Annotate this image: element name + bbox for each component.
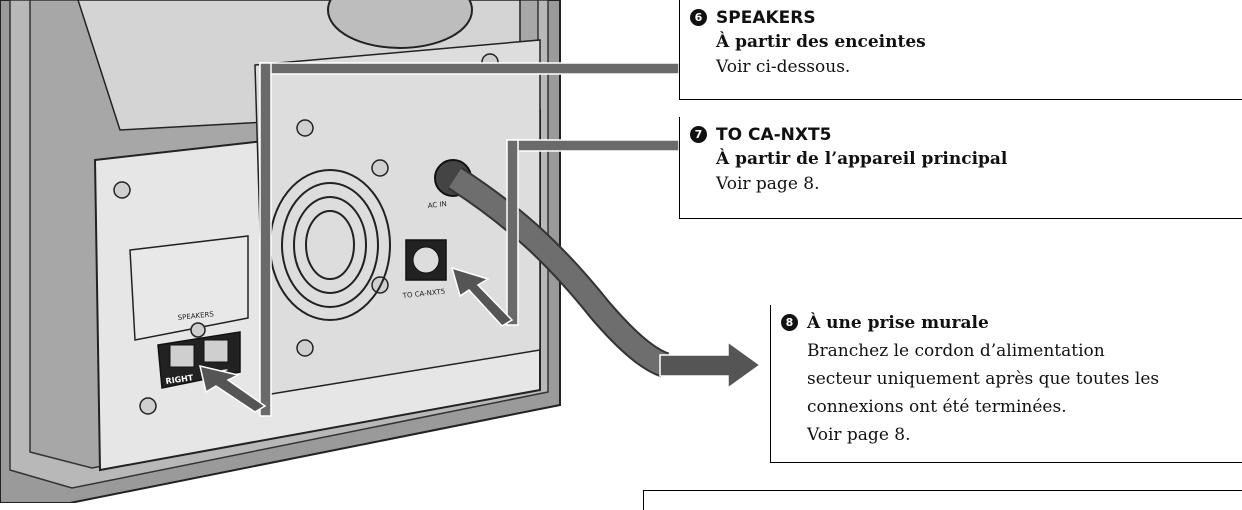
callout-wall-outlet-title: À une prise murale [807, 313, 989, 333]
panel-label-speakers: SPEAKERS [177, 310, 214, 322]
callout-speakers-text: Voir ci-dessous. [716, 57, 851, 77]
callout-wall-outlet-line: secteur uniquement après que toutes les [807, 369, 1160, 389]
panel-label-right: RIGHT [165, 373, 194, 386]
number-6-icon: 6 [690, 9, 707, 26]
callout-speakers-subtitle: À partir des enceintes [716, 32, 926, 52]
bass-port [327, 0, 473, 49]
callout-to-ca-nxt5: 7 TO CA-NXT5 À partir de l’appareil prin… [679, 117, 1242, 219]
callout-wall-outlet: 8 À une prise murale Branchez le cordon … [770, 305, 1242, 463]
system-connector [405, 239, 447, 281]
callout-to-ca-nxt5-subtitle: À partir de l’appareil principal [716, 149, 1008, 169]
panel-label-ac-in: AC IN [427, 200, 447, 210]
arrow-to-ca-nxt5 [450, 266, 514, 327]
callout-wall-outlet-line: connexions ont été terminées. [807, 397, 1067, 417]
callout-to-ca-nxt5-title: TO CA-NXT5 [716, 125, 832, 145]
arrow-wall-outlet [659, 340, 762, 390]
callout-wall-outlet-line: Voir page 8. [807, 425, 911, 445]
callout-to-ca-nxt5-text: Voir page 8. [716, 174, 820, 194]
arrow-speakers [198, 364, 267, 413]
callout-speakers-title: SPEAKERS [716, 8, 816, 28]
cabinet [0, 0, 561, 503]
callout-wall-outlet-line: Branchez le cordon d’alimentation [807, 341, 1105, 361]
callout-speakers: 6 SPEAKERS À partir des enceintes Voir c… [679, 0, 1242, 100]
number-7-icon: 7 [690, 126, 707, 143]
next-section-box [643, 490, 1242, 510]
number-8-icon: 8 [781, 314, 798, 331]
